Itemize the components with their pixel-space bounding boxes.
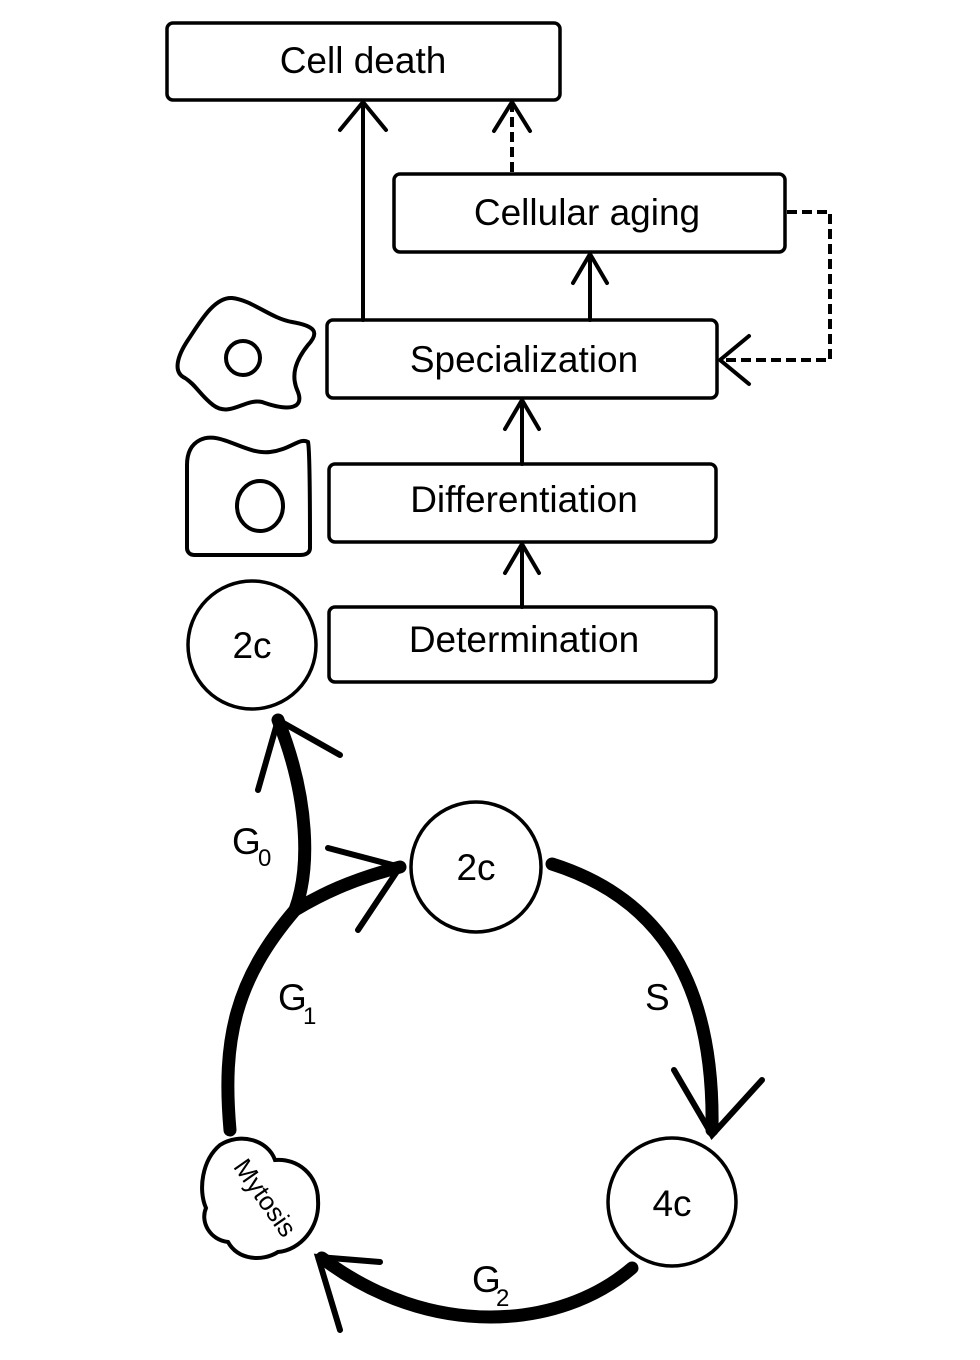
svg-text:S: S bbox=[645, 977, 670, 1018]
box-differentiation-label: Differentiation bbox=[410, 479, 638, 520]
arrow-g0 bbox=[255, 713, 343, 917]
svg-text:G: G bbox=[278, 977, 307, 1018]
svg-text:0: 0 bbox=[258, 845, 271, 872]
box-differentiation: Differentiation bbox=[327, 462, 718, 544]
arrow-s bbox=[545, 857, 765, 1141]
g0-cell-label: 2c bbox=[232, 625, 271, 666]
box-determination: Determination bbox=[327, 605, 718, 684]
cycle-cell-4c: 4c bbox=[606, 1136, 738, 1268]
arrow-g2 bbox=[313, 1251, 639, 1333]
label-g2: G 2 bbox=[472, 1259, 509, 1312]
box-cell-death-label: Cell death bbox=[280, 40, 447, 81]
box-specialization-label: Specialization bbox=[410, 339, 638, 380]
svg-text:1: 1 bbox=[303, 1003, 316, 1030]
label-g1: G 1 bbox=[278, 977, 316, 1030]
svg-text:2: 2 bbox=[496, 1285, 509, 1312]
svg-text:G: G bbox=[472, 1259, 501, 1300]
differentiated-cell-icon bbox=[185, 435, 313, 557]
label-s: S bbox=[645, 977, 670, 1018]
svg-text:G: G bbox=[232, 821, 261, 862]
g0-cell-2c: 2c bbox=[186, 579, 318, 711]
cycle-cell-4c-label: 4c bbox=[652, 1183, 691, 1224]
arrow-specialization-to-cell-death bbox=[338, 100, 388, 322]
box-determination-label: Determination bbox=[409, 619, 639, 660]
arrow-aging-to-cell-death-dashed bbox=[492, 100, 532, 172]
box-cellular-aging-label: Cellular aging bbox=[474, 192, 700, 233]
box-cell-death: Cell death bbox=[165, 21, 562, 102]
box-cellular-aging: Cellular aging bbox=[392, 172, 787, 254]
arrow-determination-to-differentiation bbox=[503, 542, 541, 609]
cycle-cell-2c: 2c bbox=[409, 800, 543, 934]
arrow-aging-feedback-dashed bbox=[718, 210, 832, 386]
specialized-cell-icon bbox=[175, 296, 317, 412]
arrow-g1 bbox=[221, 845, 407, 1137]
label-g0: G 0 bbox=[232, 821, 271, 872]
box-specialization: Specialization bbox=[325, 318, 719, 400]
cycle-cell-2c-label: 2c bbox=[456, 847, 495, 888]
arrow-specialization-to-aging bbox=[571, 252, 609, 322]
arrow-differentiation-to-specialization bbox=[503, 398, 541, 466]
mitosis-cell: Mytosis bbox=[200, 1136, 321, 1260]
